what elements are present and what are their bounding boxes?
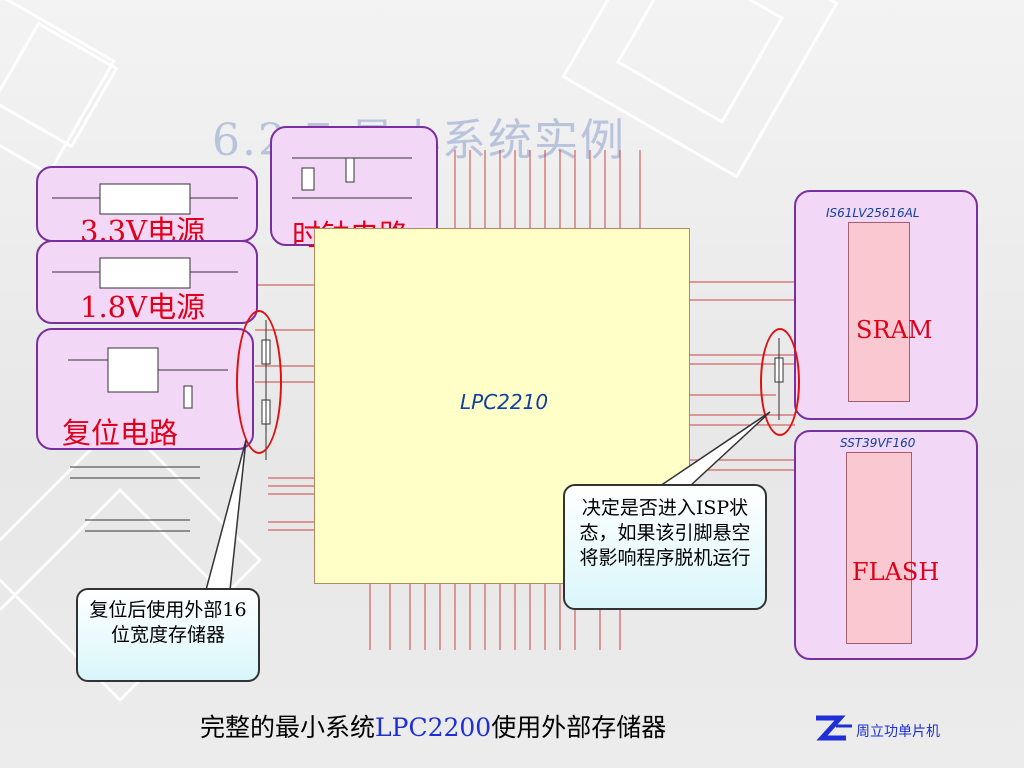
reset-block bbox=[36, 328, 254, 450]
flash-chip bbox=[846, 452, 912, 644]
clock-block bbox=[270, 126, 438, 246]
sram-chip bbox=[848, 222, 910, 402]
reset-label: 复位电路 bbox=[62, 416, 179, 450]
mcu-name: LPC2210 bbox=[460, 390, 549, 414]
power-1v8-label: 1.8V电源 bbox=[80, 290, 206, 324]
footer-suffix: 使用外部存储器 bbox=[491, 713, 667, 742]
sram-part-number: IS61LV25616AL bbox=[826, 206, 920, 220]
boot-callout: 复位后使用外部16位宽度存储器 bbox=[76, 588, 260, 682]
isp-callout-text: 决定是否进入ISP状态，如果该引脚悬空将影响程序脱机运行 bbox=[579, 497, 751, 569]
regulator-1v8-symbol bbox=[52, 257, 238, 289]
reset-chip-symbol bbox=[68, 347, 228, 409]
sram-label: SRAM bbox=[856, 316, 933, 344]
power-1v8-block bbox=[36, 240, 258, 324]
footer-caption: 完整的最小系统LPC2200使用外部存储器 bbox=[200, 708, 666, 744]
company-name: 周立功单片机 bbox=[856, 724, 940, 740]
flash-part-number: SST39VF160 bbox=[840, 436, 916, 450]
footer-highlight: LPC2200 bbox=[375, 713, 492, 742]
crystal-symbol bbox=[292, 157, 412, 199]
flash-label: FLASH bbox=[852, 558, 940, 586]
footer-prefix: 完整的最小系统 bbox=[200, 713, 376, 742]
boot-pins-highlight bbox=[236, 310, 282, 454]
isp-callout: 决定是否进入ISP状态，如果该引脚悬空将影响程序脱机运行 bbox=[563, 484, 767, 610]
boot-callout-text: 复位后使用外部16位宽度存储器 bbox=[89, 599, 247, 646]
power-3v3-block bbox=[36, 166, 258, 242]
isp-pin-highlight bbox=[760, 328, 800, 436]
regulator-3v3-symbol bbox=[52, 183, 238, 215]
zlg-logo-icon bbox=[816, 715, 852, 741]
